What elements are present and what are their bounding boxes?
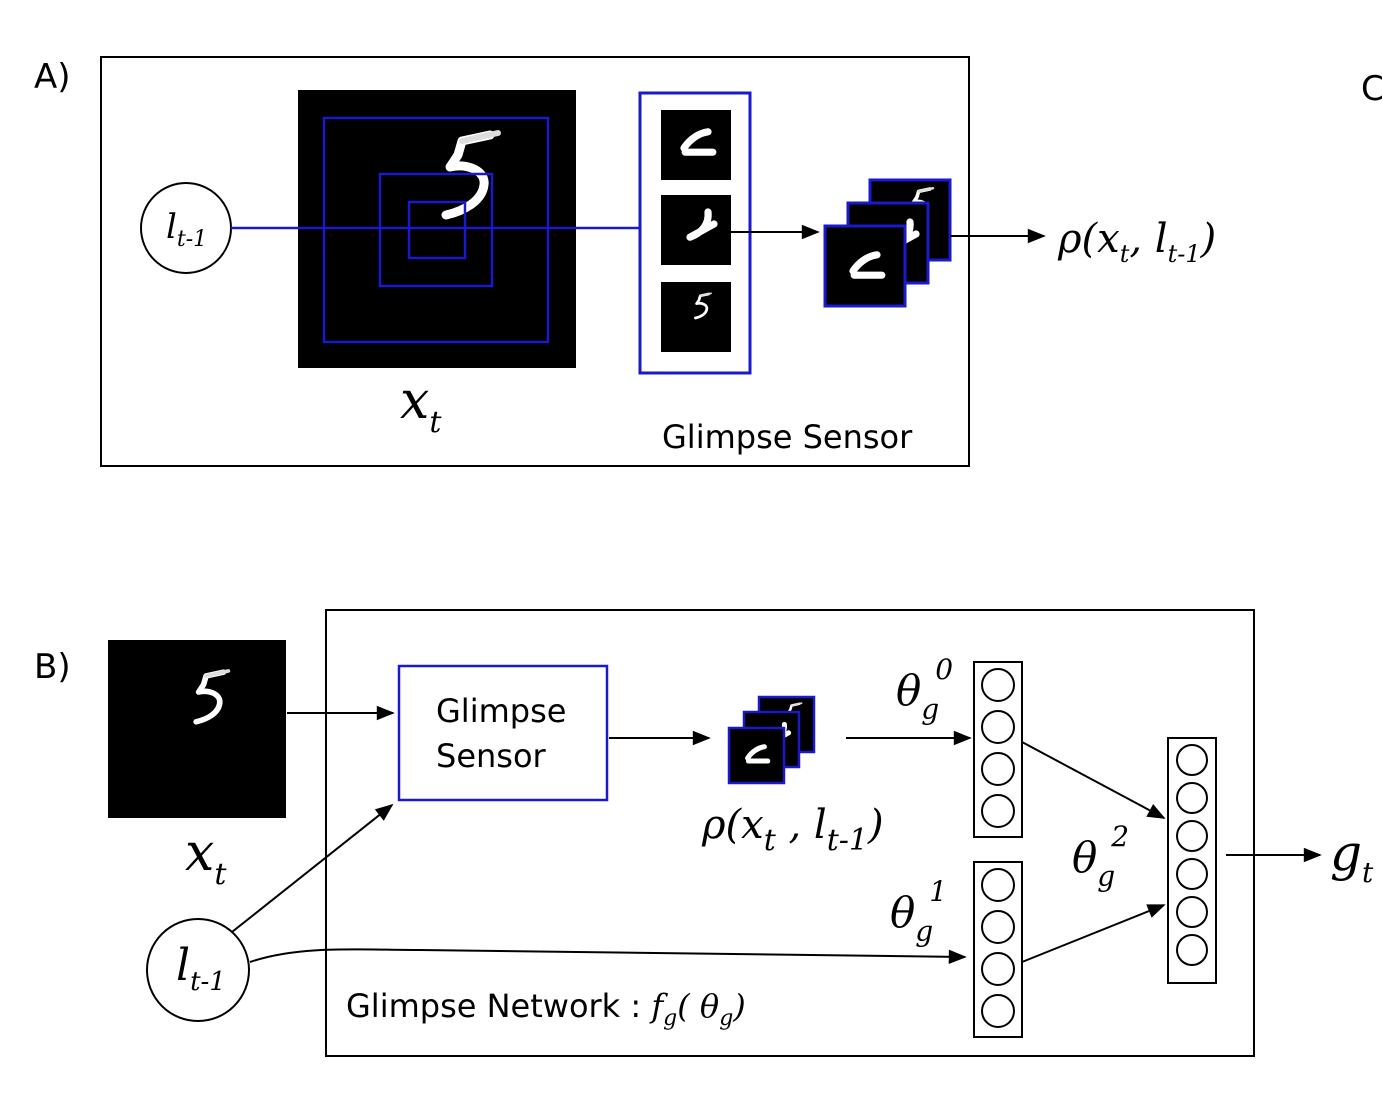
panel-b: B) xt Glimpse Sensor ρ(xt , lt-1): [34, 609, 1374, 1057]
glimpse-scale-2: [378, 172, 494, 288]
image-label-a: xt: [400, 371, 442, 440]
svg-text:lt-1: lt-1: [176, 940, 226, 997]
svg-text:lt-1: lt-1: [166, 207, 207, 252]
glimpse-network-caption: Glimpse Network : fg( θg): [346, 987, 746, 1031]
arrow-location-to-layer1: [249, 948, 967, 964]
theta2-label: θg2: [1072, 820, 1129, 893]
location-node-b: lt-1: [146, 918, 250, 1022]
image-label-b: xt: [185, 823, 227, 892]
arrow-location-to-sensor: [231, 803, 394, 933]
theta0-label: θg0: [896, 653, 953, 726]
glimpse-network-frame: [325, 609, 1255, 1057]
panel-a-label: A): [34, 57, 71, 97]
location-sub: t-1: [177, 227, 207, 252]
svg-text:Sensor: Sensor: [436, 737, 547, 775]
layer-theta2: [1167, 737, 1217, 984]
location-node-a: lt-1: [140, 182, 232, 274]
panel-a: A) lt-1 xt: [34, 56, 1216, 467]
arrow-layer1-to-layer2: [1021, 904, 1166, 963]
location-l: l: [166, 207, 177, 247]
glimpse-stack-b: [727, 695, 816, 785]
layer-theta1: [973, 861, 1023, 1038]
output-rho-a: ρ(xt, lt-1): [1057, 216, 1216, 268]
glimpse-sensor-caption: Glimpse Sensor: [662, 418, 913, 456]
input-image-b: [108, 640, 286, 818]
output-g: gt: [1330, 824, 1374, 889]
layer-theta0: [973, 661, 1023, 838]
panel-b-label: B): [34, 647, 71, 687]
glimpse-scale-1: [407, 200, 467, 260]
svg-text:Glimpse: Glimpse: [436, 692, 566, 730]
glimpse-sensor-box: Glimpse Sensor: [397, 664, 609, 802]
rho-label-b: ρ(xt , lt-1): [701, 802, 884, 858]
panel-a-frame: [100, 56, 970, 467]
theta1-label: θg1: [890, 875, 947, 948]
arrow-layer0-to-layer2: [1021, 741, 1166, 819]
glimpse-scale-3: [322, 116, 550, 344]
panel-c-label-partial: C: [1361, 69, 1382, 109]
glimpse-stack-a: [823, 178, 952, 308]
